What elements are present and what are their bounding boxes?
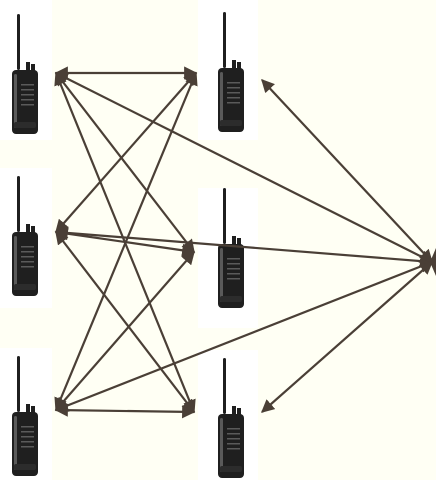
connection-arrow-radio-right-top->hub-point — [262, 80, 432, 262]
connection-arrow-radio-right-bottom->hub-point — [262, 262, 432, 412]
hub-point-marker — [430, 248, 436, 276]
connection-arrow-radio-left-middle->radio-right-top — [56, 73, 196, 232]
hub-layer — [430, 248, 436, 276]
connection-arrow-radio-left-bottom->radio-right-bottom — [56, 410, 194, 412]
